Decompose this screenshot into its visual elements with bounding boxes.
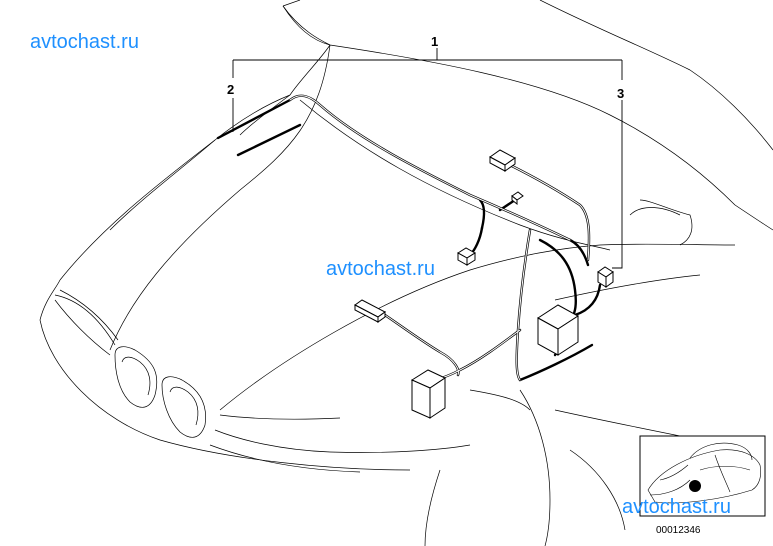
watermark-top-left: avtochast.ru [30, 31, 139, 53]
inset-overview [639, 435, 766, 517]
watermark-bottom-right: avtochast.ru [622, 496, 731, 518]
callout-3: 3 [617, 86, 625, 101]
connectors [354, 149, 614, 419]
wiring-harness-inner [289, 95, 590, 383]
connector-small [511, 191, 524, 206]
callout-leaders [232, 48, 623, 269]
car-outline [39, 0, 773, 546]
relay-right [597, 266, 614, 288]
watermark-center: avtochast.ru [326, 258, 435, 280]
location-dot [689, 480, 701, 492]
connector-mid-left [457, 247, 476, 266]
part-number: 00012346 [656, 525, 701, 536]
control-module [537, 304, 579, 356]
connector-left-long [354, 299, 386, 323]
callout-2: 2 [227, 82, 235, 97]
callout-1: 1 [431, 34, 439, 49]
connector-top-right [489, 149, 516, 172]
lower-box [410, 369, 447, 419]
